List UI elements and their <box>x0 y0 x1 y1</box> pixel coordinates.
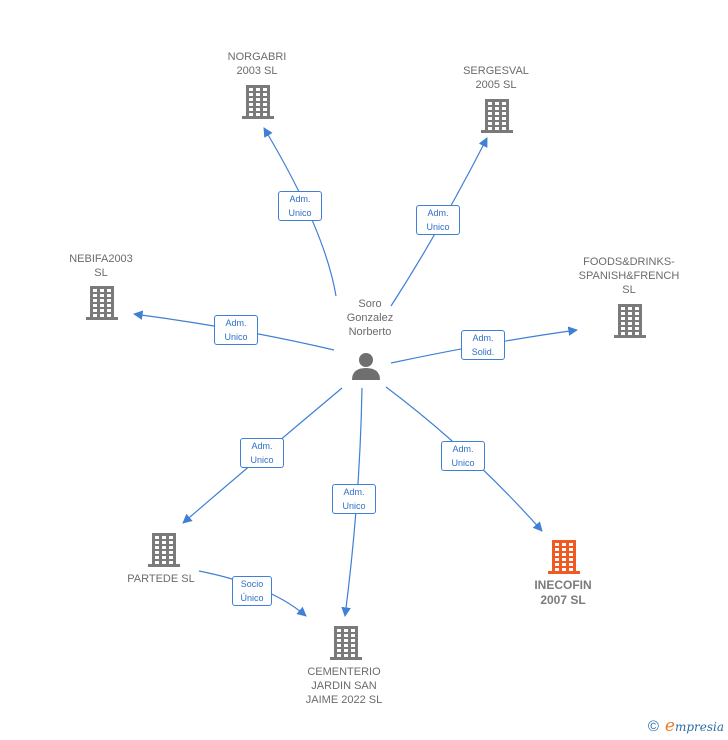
person-icon[interactable] <box>352 353 380 380</box>
brand-logo[interactable]: empresia <box>664 716 724 736</box>
edge-label-person-foods[interactable]: Adm. Solid. <box>461 330 505 360</box>
company-label-norgabri[interactable]: NORGABRI 2003 SL <box>227 51 287 77</box>
building-icon[interactable] <box>614 304 646 338</box>
person-name-label[interactable]: Soro Gonzalez Norberto <box>346 298 394 338</box>
edge-person-norgabri <box>263 127 337 297</box>
edge-label-person-sergesval[interactable]: Adm. Unico <box>416 205 460 235</box>
building-icon[interactable] <box>548 540 580 574</box>
edge-label-person-inecofin[interactable]: Adm. Unico <box>441 441 485 471</box>
building-icon[interactable] <box>148 533 180 567</box>
company-label-sergesval[interactable]: SERGESVAL 2005 SL <box>463 65 529 91</box>
edge-label-person-partede[interactable]: Adm. Unico <box>240 438 284 468</box>
edge-label-person-nebifa[interactable]: Adm. Unico <box>214 315 258 345</box>
edge-label-person-cementerio[interactable]: Adm. Unico <box>332 484 376 514</box>
footer: © empresia <box>648 716 724 736</box>
company-label-partede[interactable]: PARTEDE SL <box>127 573 195 585</box>
edge-label-partede-cementerio[interactable]: Socio Único <box>232 576 272 606</box>
edge-label-person-norgabri[interactable]: Adm. Unico <box>278 191 322 221</box>
copyright-symbol: © <box>647 717 659 735</box>
company-label-foods[interactable]: FOODS&DRINKS- SPANISH&FRENCH SL <box>578 256 680 296</box>
company-label-inecofin[interactable]: INECOFIN 2007 SL <box>534 578 592 607</box>
building-icon[interactable] <box>242 85 274 119</box>
company-label-cementerio[interactable]: CEMENTERIO JARDIN SAN JAIME 2022 SL <box>305 666 383 706</box>
building-icon[interactable] <box>481 99 513 133</box>
building-icon[interactable] <box>330 626 362 660</box>
company-label-nebifa[interactable]: NEBIFA2003 SL <box>69 253 133 279</box>
building-icon[interactable] <box>86 286 118 320</box>
